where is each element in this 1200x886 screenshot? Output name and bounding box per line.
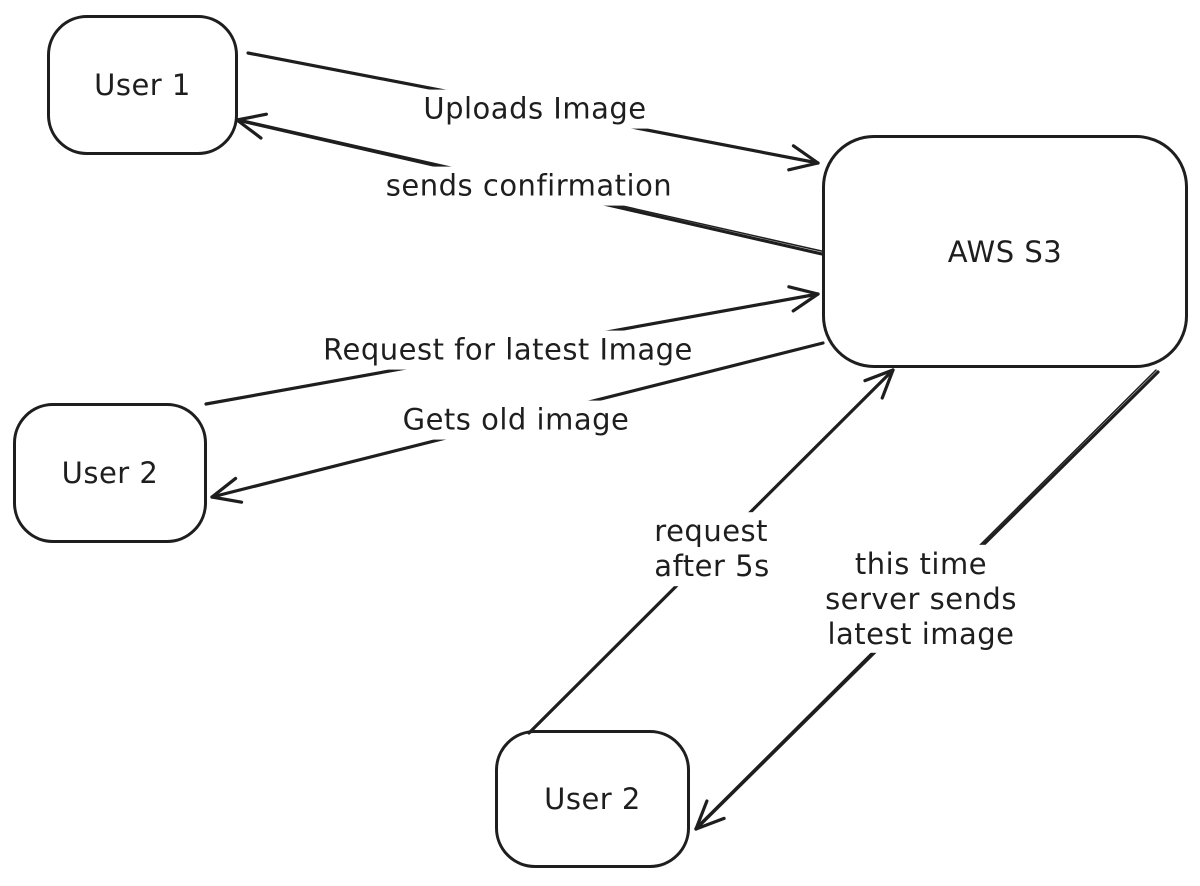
node-user-2-left: User 2	[13, 403, 207, 543]
label-gets-old-image-label: Gets old image	[394, 400, 638, 440]
label-request-latest-image-label: Request for latest Image	[315, 330, 701, 370]
node-label-user-2-bottom: User 2	[544, 782, 641, 816]
label-line: Gets old image	[402, 402, 630, 437]
label-uploads-image-label: Uploads Image	[415, 89, 655, 129]
label-line: Uploads Image	[423, 91, 647, 126]
node-user-2-bottom: User 2	[495, 730, 690, 868]
label-line: request	[654, 514, 769, 549]
node-user-1: User 1	[47, 15, 238, 155]
label-line: latest image	[827, 616, 1015, 651]
node-label-aws-s3: AWS S3	[947, 234, 1063, 269]
node-label-user-2-left: User 2	[61, 456, 159, 490]
node-label-user-1: User 1	[94, 68, 191, 102]
label-sends-confirmation-label: sends confirmation	[377, 166, 681, 206]
label-line: this time	[854, 546, 988, 581]
node-aws-s3: AWS S3	[822, 135, 1188, 368]
label-line: Request for latest Image	[323, 332, 693, 367]
label-line: server sends	[825, 581, 1017, 616]
label-line: sends confirmation	[385, 168, 673, 203]
label-line: after 5s	[654, 549, 770, 583]
